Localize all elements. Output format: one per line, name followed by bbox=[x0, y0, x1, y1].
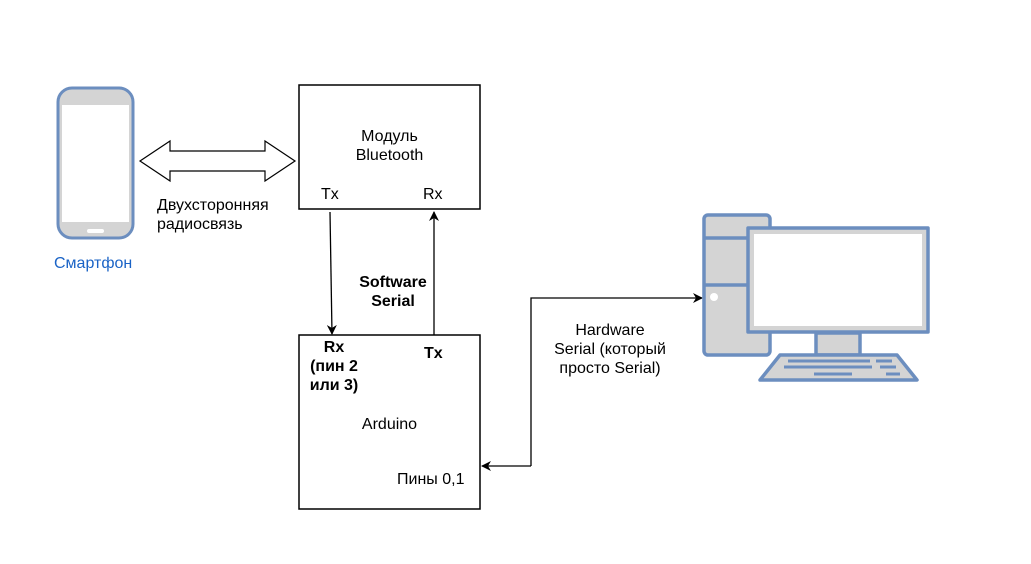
bluetooth-module-title: Модуль Bluetooth bbox=[299, 127, 480, 165]
radio-link-label: Двухсторонняя радиосвязь bbox=[157, 196, 269, 234]
arduino-rx-label: Rx (пин 2 или 3) bbox=[300, 338, 368, 395]
bidirectional-radio-arrow bbox=[138, 139, 297, 183]
arduino-tx-label: Tx bbox=[424, 345, 443, 362]
hardware-serial-line2: Serial (который bbox=[554, 341, 666, 358]
software-serial-line2: Serial bbox=[371, 293, 415, 310]
software-serial-line1: Software bbox=[359, 274, 427, 291]
bluetooth-module-title-line1: Модуль bbox=[361, 128, 418, 145]
hardware-serial-connector bbox=[530, 293, 703, 466]
arduino-title: Arduino bbox=[361, 416, 418, 433]
hardware-serial-line1: Hardware bbox=[575, 322, 645, 339]
bluetooth-rx-label: Rx bbox=[423, 186, 443, 203]
radio-link-label-line2: радиосвязь bbox=[157, 216, 243, 233]
smartphone-label: Смартфон bbox=[54, 255, 133, 272]
hardware-serial-label: Hardware Serial (который просто Serial) bbox=[540, 321, 680, 378]
bluetooth-tx-label: Tx bbox=[321, 186, 339, 203]
software-serial-label: Software Serial bbox=[350, 273, 436, 311]
arduino-rx-line1: Rx bbox=[323, 339, 345, 356]
arduino-pins-label: Пины 0,1 bbox=[397, 471, 465, 488]
smartphone-icon bbox=[56, 86, 135, 240]
arduino-rx-line3: или 3) bbox=[309, 377, 359, 394]
radio-link-label-line1: Двухсторонняя bbox=[157, 197, 269, 214]
arduino-rx-line2: (пин 2 bbox=[310, 358, 358, 375]
bluetooth-module-box bbox=[298, 84, 481, 210]
bluetooth-module-title-line2: Bluetooth bbox=[355, 147, 424, 164]
hardware-serial-line3: просто Serial) bbox=[559, 360, 661, 377]
desktop-computer-icon bbox=[702, 213, 930, 382]
arduino-box bbox=[298, 334, 481, 510]
bt-tx-to-arduino-rx-arrow bbox=[326, 211, 337, 335]
